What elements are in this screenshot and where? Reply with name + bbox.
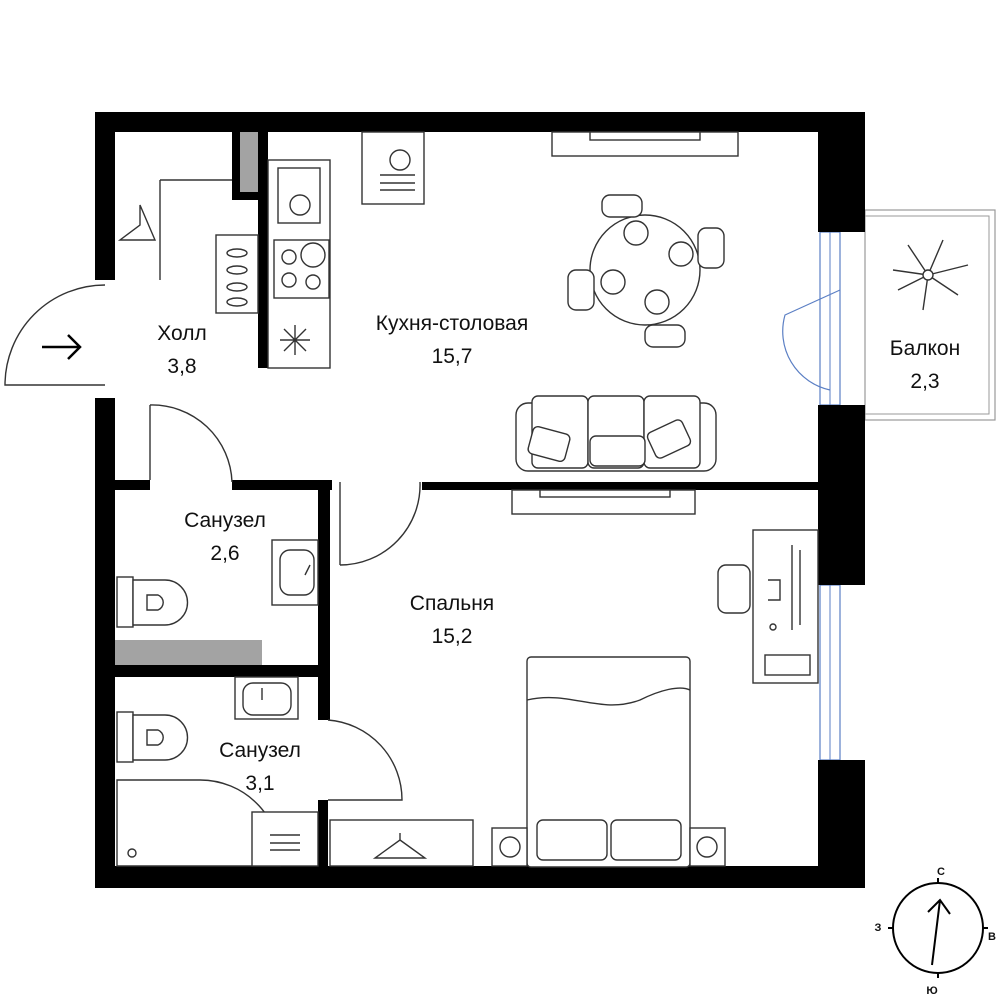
room-area-balcony: 2,3 <box>910 370 939 393</box>
room-name-bathroom-1: Санузел <box>184 509 266 532</box>
kitchen-tv <box>551 131 739 157</box>
wardrobe <box>329 819 474 867</box>
plant-icon <box>892 239 969 311</box>
room-area-hall: 3,8 <box>167 355 196 378</box>
room-name-hall: Холл <box>157 322 207 345</box>
bed <box>491 656 726 868</box>
desk <box>717 529 819 684</box>
walls <box>95 112 865 888</box>
bedroom-tv <box>511 489 696 515</box>
room-labels: Холл 3,8 Кухня-столовая 15,7 Балкон 2,3 … <box>157 312 960 795</box>
room-name-bathroom-2: Санузел <box>219 739 301 762</box>
interior-doors <box>149 179 421 801</box>
room-area-bathroom-1: 2,6 <box>210 542 239 565</box>
hanger-icon <box>117 204 157 241</box>
room-name-kitchen: Кухня-столовая <box>376 312 528 335</box>
shoe-rack <box>215 234 259 314</box>
kitchen-counter <box>267 131 425 369</box>
room-name-balcony: Балкон <box>890 337 960 360</box>
room-area-bedroom: 15,2 <box>432 625 473 648</box>
dining-table <box>567 194 725 348</box>
svg-text:С: С <box>937 866 945 878</box>
room-area-kitchen: 15,7 <box>432 345 473 368</box>
svg-text:В: В <box>988 931 996 943</box>
bathroom-1-fixtures <box>116 539 319 628</box>
sofa <box>515 395 717 472</box>
entrance-door[interactable] <box>4 284 106 386</box>
north-arrow-icon <box>927 898 951 966</box>
svg-text:Ю: Ю <box>926 985 937 997</box>
room-name-bedroom: Спальня <box>410 592 494 615</box>
room-area-bathroom-2: 3,1 <box>245 772 274 795</box>
balcony <box>864 209 996 421</box>
svg-text:З: З <box>875 922 882 934</box>
bathroom-2-fixtures <box>116 676 319 867</box>
compass: С Ю З В <box>875 866 996 997</box>
